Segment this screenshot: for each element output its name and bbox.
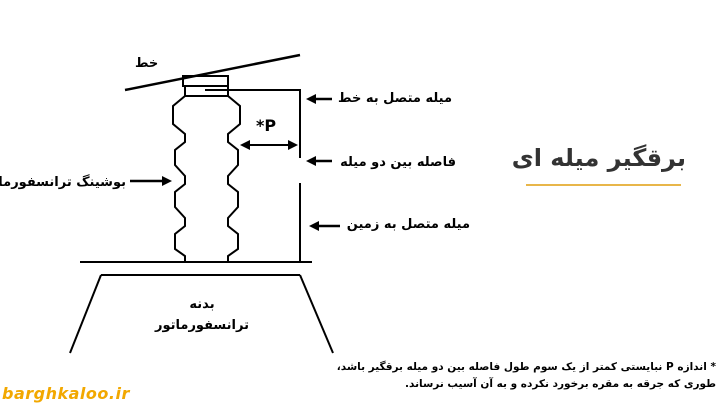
label-arrows [130, 97, 340, 228]
footnote-line-2: طوری که جرقه به مقره برخورد نکرده و به آ… [405, 378, 716, 390]
rod-arrester [205, 89, 301, 262]
title-underline [526, 184, 681, 186]
label-line: خط [135, 56, 158, 71]
label-rod-gap: فاصله بین دو میله [340, 155, 456, 170]
footnote-line-1: * اندازه P نبایستی کمتر از یک سوم طول فا… [336, 361, 716, 373]
label-rod-to-line: میله متصل به خط [338, 91, 452, 106]
title-block: برقگیر میله ای [512, 138, 700, 188]
page-title: برقگیر میله ای [511, 144, 686, 172]
label-body-line1: بدنه [189, 297, 214, 312]
label-bushing: بوشینگ ترانسفورماتور [0, 174, 126, 190]
gap-dimension-arrow [240, 140, 298, 150]
line-conductor [124, 53, 301, 92]
transformer-body [69, 261, 334, 354]
label-gap-marker: *P [256, 116, 276, 135]
bushing-insulator [172, 75, 241, 262]
label-rod-to-ground: میله متصل به زمین [347, 217, 470, 232]
footnote: * اندازه P نبایستی کمتر از یک سوم طول فا… [296, 359, 716, 393]
watermark: barghkaloo.ir [2, 384, 130, 403]
label-body-line2: ترانسفورماتور [154, 318, 249, 333]
